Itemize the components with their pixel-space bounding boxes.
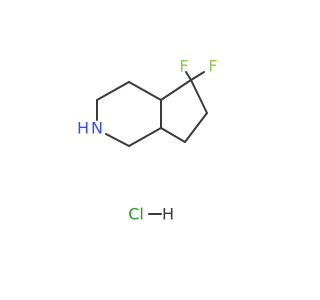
- bond-c4f-f1: [185, 71, 192, 81]
- bicyclic-bonds: [96, 71, 208, 147]
- bond-c3a-c4f: [160, 79, 192, 101]
- bond-c4-c5b: [128, 81, 162, 101]
- hydrogen-label: H: [162, 205, 174, 224]
- fluorine-label-left: F: [179, 57, 188, 76]
- bond-c1-c7a: [128, 127, 162, 147]
- bond-c5b-c3a: [96, 81, 130, 101]
- chlorine-label: Cl: [128, 205, 144, 224]
- molecule-drawing: F F H N Cl H: [77, 57, 218, 224]
- nitrogen-label: N: [91, 119, 103, 138]
- bond-c4f-c5r: [190, 79, 208, 114]
- fluorine-label-right: F: [208, 57, 217, 76]
- hydrochloride-salt: Cl H: [128, 205, 174, 224]
- bond-c6r-c7a: [160, 127, 186, 143]
- bond-c5r-c6r: [184, 112, 208, 143]
- hydrogen-on-nitrogen-label: H: [77, 119, 89, 138]
- bond-c4f-f2: [190, 71, 205, 81]
- bond-n-c1: [105, 133, 130, 147]
